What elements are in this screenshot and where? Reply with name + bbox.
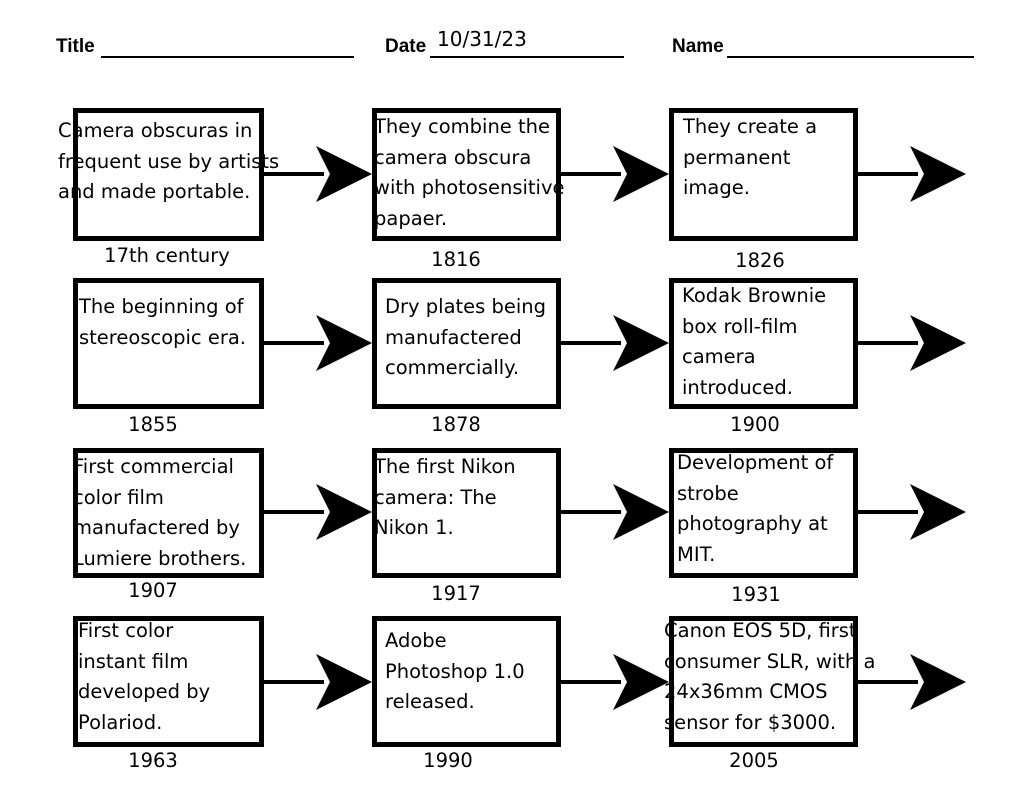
event-description: Adobe Photoshop 1.0 released. [385,629,525,713]
event-year: 1917 [431,582,481,605]
arrow-right-icon [561,484,669,540]
arrow-right-icon [264,654,372,710]
event-description: Camera obscuras in frequent use by artis… [58,119,280,203]
timeline-box [669,448,858,578]
event-description: Development of strobe photography at MIT… [677,451,834,566]
event-year: 1990 [423,749,473,772]
date-value: 10/31/23 [437,27,527,51]
event-year: 1900 [730,413,780,436]
name-field[interactable] [727,56,974,58]
event-description: Canon EOS 5D, first consumer SLR, with a… [664,619,876,734]
arrow-right-icon [264,146,372,202]
arrow-right-icon [858,146,966,202]
timeline-box [372,616,561,747]
event-description: Dry plates being manufactered commercial… [385,295,547,379]
arrow-right-icon [561,146,669,202]
event-year: 2005 [729,749,779,772]
title-field[interactable] [101,56,354,58]
timeline-box [372,448,561,578]
event-description: They create a permanent image. [683,115,818,199]
timeline-box [73,278,264,409]
timeline-box [73,448,264,578]
date-label: Date [385,36,427,57]
date-field[interactable] [430,56,624,58]
timeline-box [372,278,561,409]
timeline-box [73,616,264,747]
event-year: 17th century [104,244,230,267]
arrow-right-icon [858,654,966,710]
timeline-box [372,108,561,241]
event-description: They combine the camera obscura with pho… [374,115,565,230]
event-year: 1963 [128,749,178,772]
event-description: First color instant film developed by Po… [78,619,211,734]
event-year: 1816 [431,248,481,271]
timeline-box [73,108,264,241]
name-label: Name [672,36,724,57]
arrow-right-icon [264,315,372,371]
event-year: 1907 [128,579,178,602]
event-description: Kodak Brownie box roll-film camera intro… [682,284,827,399]
arrow-right-icon [561,315,669,371]
timeline-box [669,108,858,241]
event-description: The first Nikon camera: The Nikon 1. [374,455,516,539]
arrow-right-icon [858,315,966,371]
timeline-box [669,278,858,409]
event-year: 1931 [731,583,781,606]
event-year: 1826 [735,249,785,272]
arrow-right-icon [858,484,966,540]
event-description: First commercial color film manufactered… [73,455,247,570]
event-description: The beginning of stereoscopic era. [79,295,247,349]
timeline-box [669,616,858,747]
arrow-right-icon [561,654,669,710]
arrow-right-icon [264,484,372,540]
event-year: 1855 [128,413,178,436]
event-year: 1878 [431,413,481,436]
title-label: Title [56,36,95,57]
